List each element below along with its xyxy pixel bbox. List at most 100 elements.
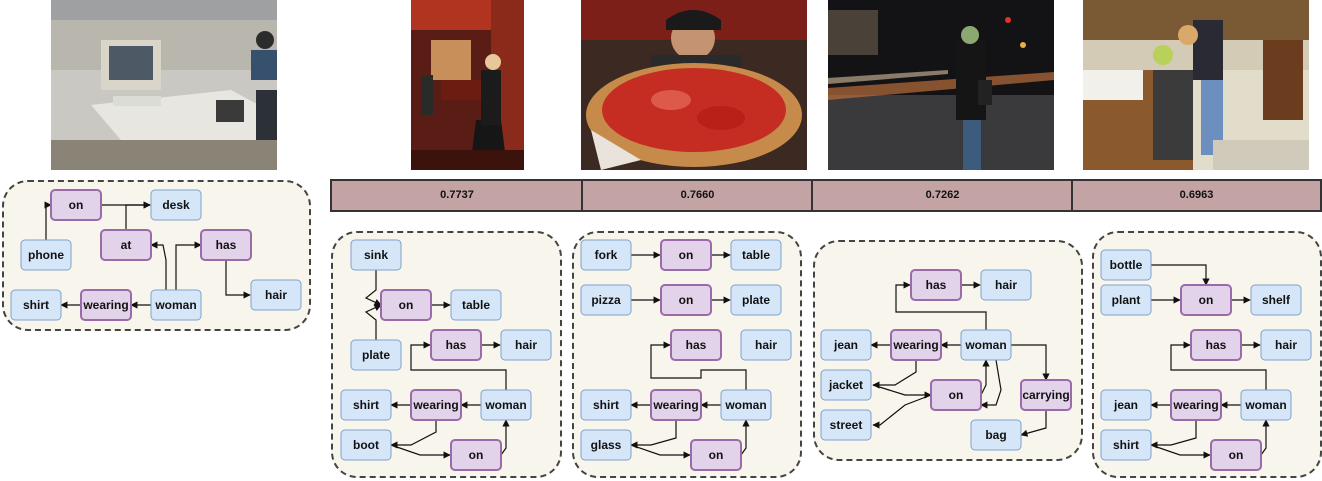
svg-text:shelf: shelf [1262, 293, 1291, 307]
object-node-shirt: shirt [1100, 429, 1152, 461]
result-photo-3-street [828, 0, 1054, 170]
svg-text:has: has [446, 338, 467, 352]
svg-text:on: on [949, 388, 964, 402]
svg-text:on: on [469, 448, 484, 462]
edge [872, 384, 932, 399]
edge [44, 201, 52, 240]
svg-text:woman: woman [724, 398, 766, 412]
svg-text:boot: boot [353, 438, 379, 452]
svg-text:jean: jean [1113, 398, 1138, 412]
edge [390, 444, 451, 459]
score-divider [581, 181, 583, 210]
edge [740, 419, 750, 456]
edge [225, 260, 251, 299]
svg-text:wearing: wearing [652, 398, 698, 412]
object-node-shirt: shirt [10, 289, 62, 321]
predicate-node-on: on [690, 439, 742, 471]
svg-text:glass: glass [591, 438, 622, 452]
predicate-node-on: on [1210, 439, 1262, 471]
object-node-glass: glass [580, 429, 632, 461]
edge [1150, 420, 1197, 449]
object-node-woman: woman [720, 389, 772, 421]
edge [872, 360, 917, 389]
score-2: 0.7660 [680, 189, 715, 201]
object-node-hair: hair [980, 269, 1032, 301]
svg-text:carrying: carrying [1022, 388, 1069, 402]
result-photo-2-pizza [581, 0, 807, 170]
object-node-woman: woman [480, 389, 532, 421]
object-node-plate: plate [350, 339, 402, 371]
object-node-plant: plant [1100, 284, 1152, 316]
edge [364, 304, 382, 340]
edge [125, 201, 151, 230]
predicate-node-wearing: wearing [650, 389, 702, 421]
edge [895, 281, 987, 330]
edge [630, 444, 691, 459]
svg-text:hair: hair [1275, 338, 1297, 352]
svg-text:shirt: shirt [593, 398, 619, 412]
edge [150, 241, 167, 290]
svg-text:has: has [926, 278, 947, 292]
svg-text:shirt: shirt [1113, 438, 1139, 452]
svg-text:table: table [742, 248, 770, 262]
svg-text:bottle: bottle [1110, 258, 1143, 272]
svg-text:woman: woman [1244, 398, 1286, 412]
svg-text:on: on [679, 293, 694, 307]
graph-1-edges [364, 270, 510, 459]
edge [175, 241, 202, 290]
svg-text:street: street [830, 418, 863, 432]
svg-text:on: on [709, 448, 724, 462]
svg-text:has: has [686, 338, 707, 352]
edge [872, 394, 932, 429]
object-node-bottle: bottle [1100, 249, 1152, 281]
svg-text:wearing: wearing [1172, 398, 1218, 412]
edge [980, 359, 1002, 409]
predicate-node-on: on [660, 239, 712, 271]
graph-2-nodes: fork on table pizza on plate has hair [580, 239, 792, 471]
predicate-node-on: on [1180, 284, 1232, 316]
svg-text:plate: plate [362, 348, 390, 362]
edge [650, 341, 747, 390]
predicate-node-has: has [1190, 329, 1242, 361]
object-node-hair: hair [740, 329, 792, 361]
object-node-woman: woman [1240, 389, 1292, 421]
predicate-node-on: on [930, 379, 982, 411]
predicate-node-has: has [200, 229, 252, 261]
svg-text:hair: hair [515, 338, 537, 352]
svg-text:shirt: shirt [353, 398, 379, 412]
object-node-boot: boot [340, 429, 392, 461]
predicate-node-at: at [100, 229, 152, 261]
svg-text:woman: woman [484, 398, 526, 412]
predicate-node-carrying: carrying [1020, 379, 1072, 411]
svg-text:plant: plant [1112, 293, 1141, 307]
object-node-hair: hair [1260, 329, 1312, 361]
graph-1-nodes: sink on table plate has hair shirt wear [340, 239, 552, 471]
score-1: 0.7737 [440, 189, 474, 201]
object-node-hair: hair [250, 279, 302, 311]
edge [364, 270, 382, 306]
svg-text:jean: jean [833, 338, 858, 352]
svg-text:woman: woman [964, 338, 1006, 352]
query-graph-edges [44, 201, 251, 309]
predicate-node-has: has [670, 329, 722, 361]
score-3: 0.7262 [925, 189, 960, 201]
result-photo-4-kitchen [1083, 0, 1309, 170]
graph-2-edges [630, 251, 761, 459]
svg-text:on: on [679, 248, 694, 262]
query-graph-nodes: on desk phone at has hair shirt wearing [10, 189, 302, 321]
svg-text:pizza: pizza [591, 293, 621, 307]
query-photo-office [51, 0, 277, 170]
svg-text:hair: hair [265, 288, 287, 302]
object-node-jean: jean [1100, 389, 1152, 421]
svg-text:at: at [121, 238, 132, 252]
object-node-fork: fork [580, 239, 632, 271]
edge [1151, 264, 1210, 286]
edge [500, 419, 510, 456]
svg-text:shirt: shirt [23, 298, 49, 312]
predicate-node-wearing: wearing [80, 289, 132, 321]
svg-text:has: has [1206, 338, 1227, 352]
score-divider [811, 181, 813, 210]
svg-text:on: on [1199, 293, 1214, 307]
object-node-plate: plate [730, 284, 782, 316]
